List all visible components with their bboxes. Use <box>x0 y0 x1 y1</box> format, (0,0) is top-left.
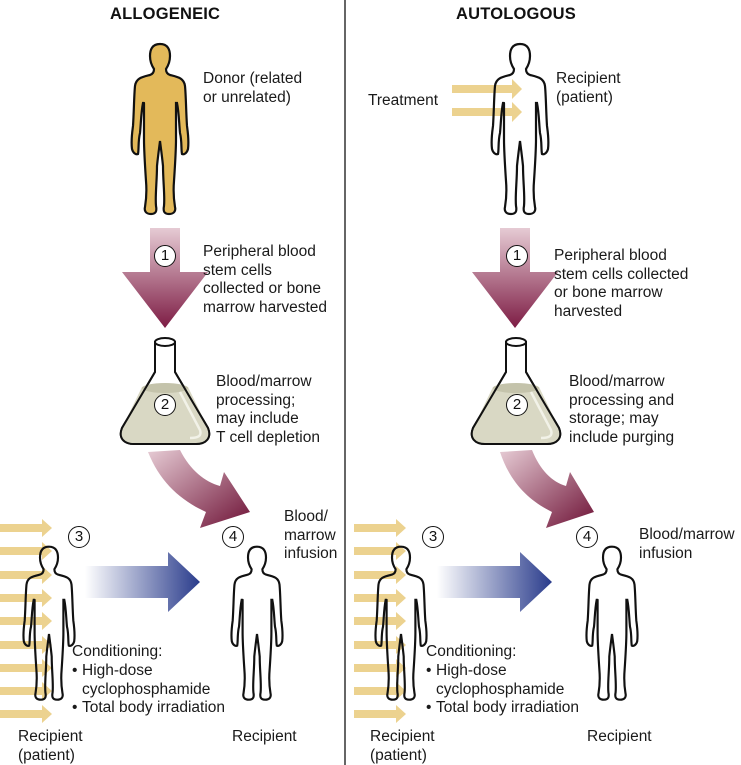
step-1-label: Peripheral blood stem cells collected or… <box>554 247 689 320</box>
conditioning-bullet: • <box>72 699 78 716</box>
panel-divider <box>344 0 346 765</box>
step-2-label: Blood/marrow processing and storage; may… <box>569 373 675 446</box>
conditioning-item: Total body irradiation <box>82 699 226 716</box>
step-4-label: Blood/marrow infusion <box>639 526 735 562</box>
infusion-curved-arrow-icon <box>148 450 250 528</box>
recipient-patient-label: Recipient (patient) <box>18 728 83 764</box>
step-1-badge: 1 <box>506 245 528 267</box>
conditioning-bullet: • <box>426 662 432 679</box>
harvest-arrow-icon <box>122 228 208 328</box>
autologous-patient-figure-icon <box>490 42 550 216</box>
step-4-label: Blood/ marrow infusion <box>284 508 338 562</box>
step-2-label: Blood/marrow processing; may include T c… <box>216 373 320 446</box>
recipient-patient-label: Recipient (patient) <box>370 728 435 764</box>
harvest-arrow-icon <box>472 228 558 328</box>
irradiation-arrows <box>0 519 52 723</box>
transfer-arrow-icon <box>437 552 552 612</box>
conditioning-title: Conditioning: <box>426 643 517 660</box>
step-1-label: Peripheral blood stem cells collected or… <box>203 243 328 316</box>
flask-icon <box>119 337 211 445</box>
conditioning-item: Total body irradiation <box>436 699 580 716</box>
step-2-badge: 2 <box>154 394 176 416</box>
recipient-label: Recipient <box>232 728 297 745</box>
donor-figure-icon <box>130 42 190 216</box>
donor-label: Donor (related or unrelated) <box>203 70 303 106</box>
step-2-badge: 2 <box>506 394 528 416</box>
conditioning-bullet: • <box>72 662 78 679</box>
panel-title-autologous: AUTOLOGOUS <box>456 5 576 23</box>
treatment-arrows <box>452 79 522 122</box>
step-4-badge: 4 <box>576 526 598 548</box>
conditioning-item: High-dose cyclophosphamide <box>436 662 565 698</box>
panel-title-allogeneic: ALLOGENEIC <box>110 5 221 23</box>
recipient-figure-icon <box>230 545 284 701</box>
transfer-arrow-icon <box>85 552 200 612</box>
step-3-badge: 3 <box>422 526 444 548</box>
flask-icon <box>470 337 562 445</box>
step-4-badge: 4 <box>222 526 244 548</box>
step-1-badge: 1 <box>154 245 176 267</box>
step-3-badge: 3 <box>68 526 90 548</box>
conditioning-title: Conditioning: <box>72 643 163 660</box>
infusion-curved-arrow-icon <box>500 450 594 528</box>
recipient-figure-icon <box>585 545 639 701</box>
conditioning-item: High-dose cyclophosphamide <box>82 662 211 698</box>
conditioning-bullet: • <box>426 699 432 716</box>
recipient-label: Recipient <box>587 728 652 745</box>
treatment-label: Treatment <box>368 92 439 109</box>
recipient-source-label: Recipient (patient) <box>556 70 621 106</box>
